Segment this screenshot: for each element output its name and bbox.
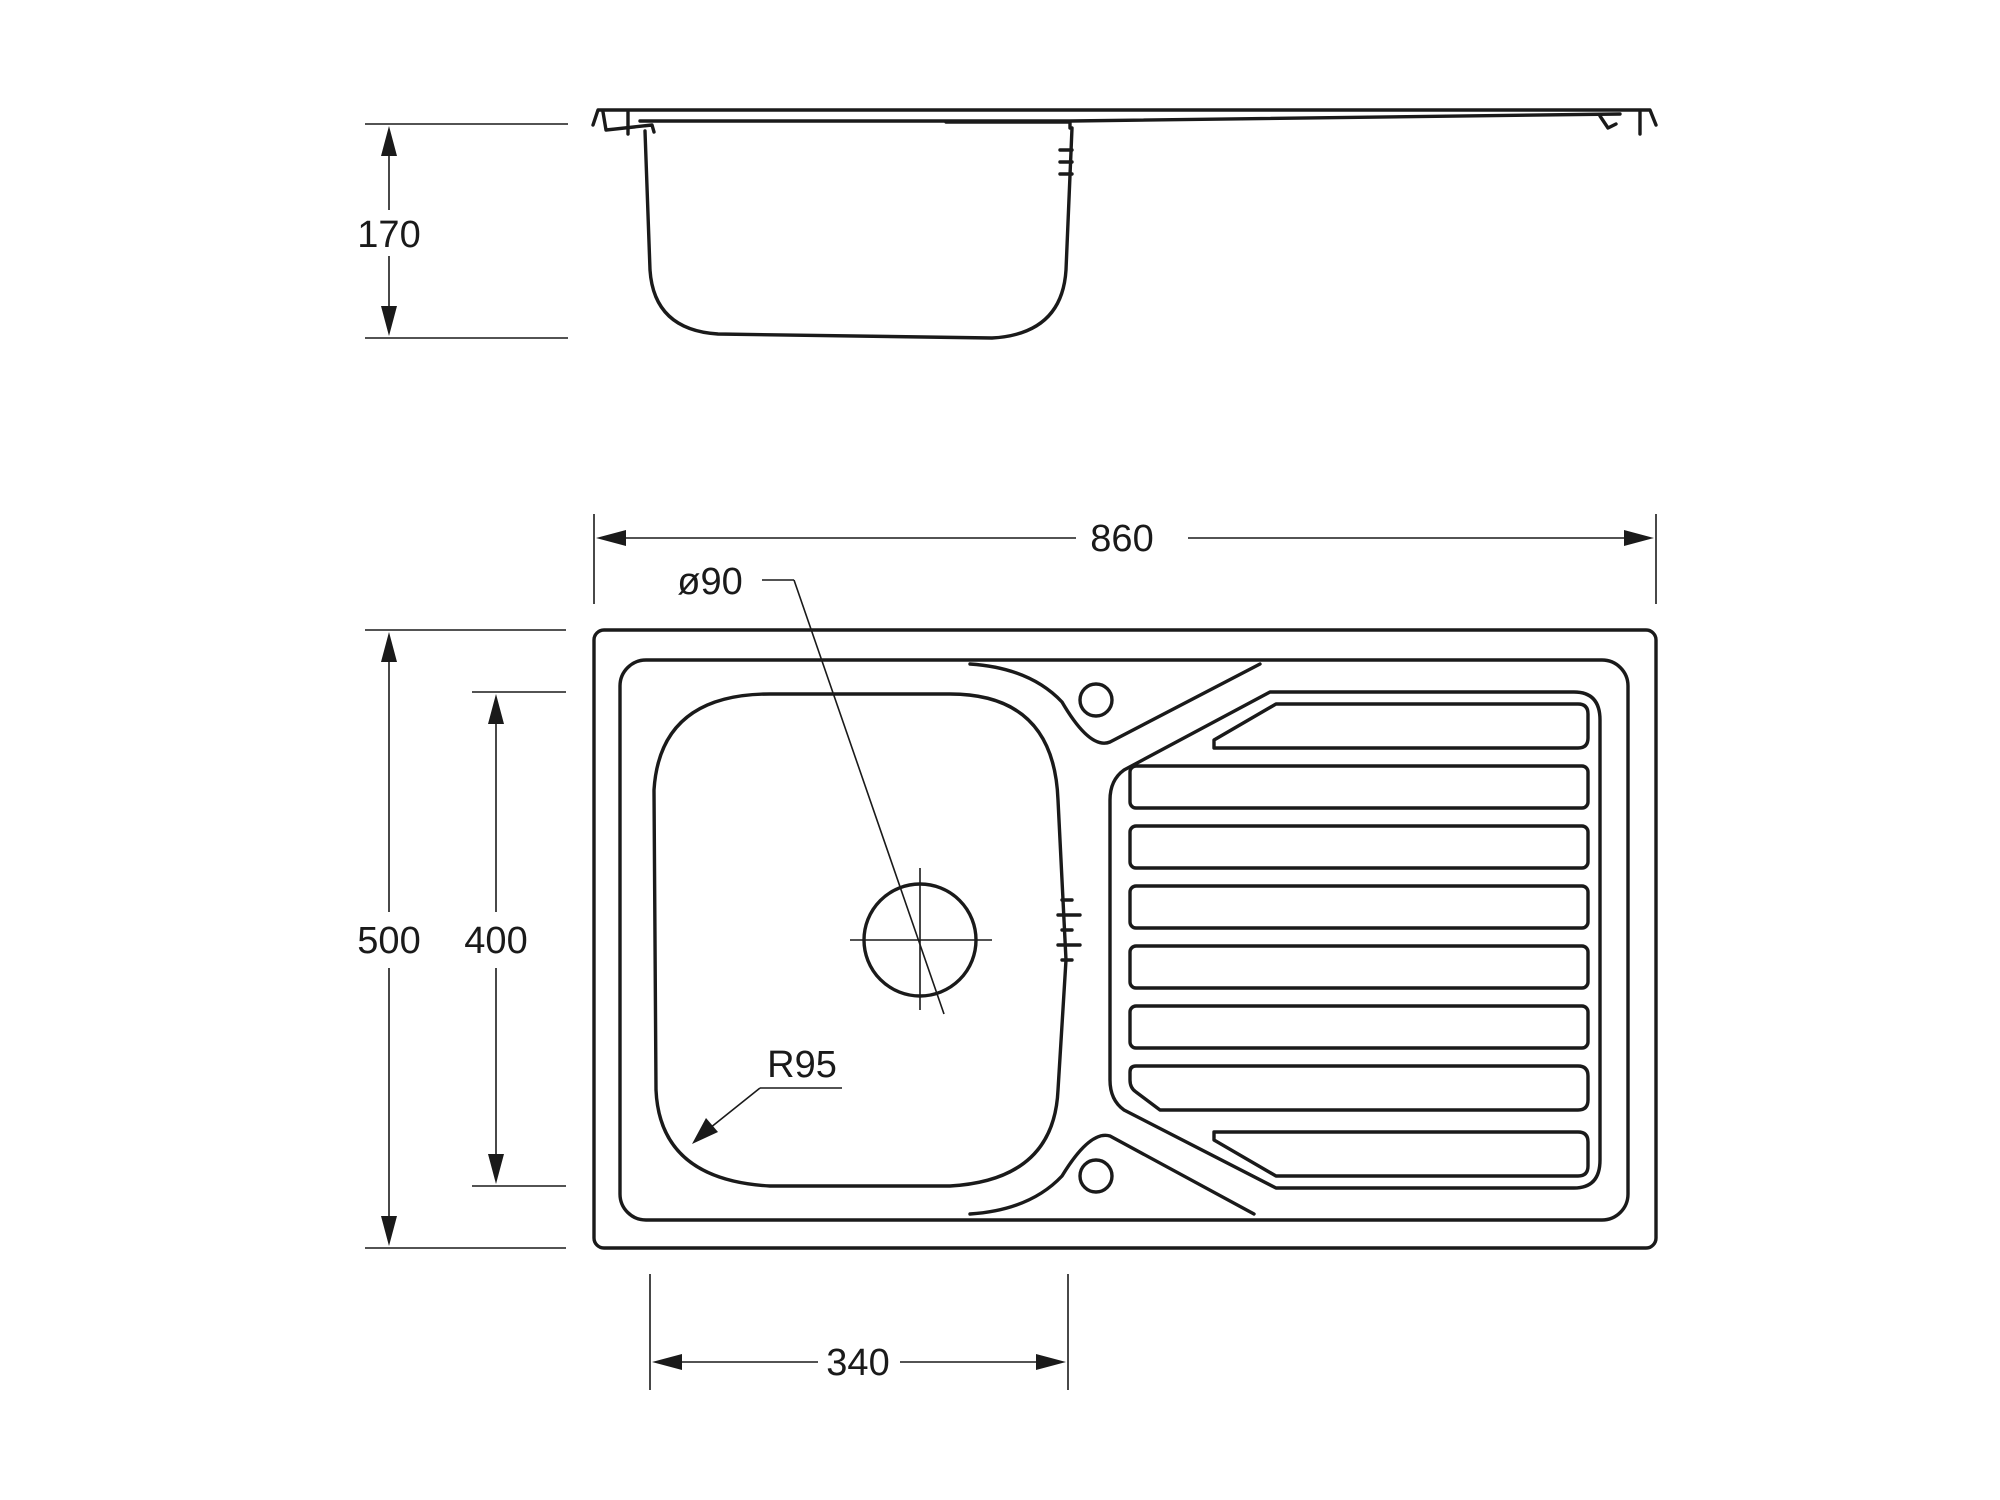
tap-hole-bottom xyxy=(1078,1158,1114,1194)
bowl-depth-label: 400 xyxy=(464,920,527,962)
depth-label-bg xyxy=(345,210,435,256)
width-label: 860 xyxy=(1090,518,1153,560)
drainer-rib-4 xyxy=(1128,884,1590,930)
drainer-rib-2 xyxy=(1128,764,1590,810)
drainer-rib-8 xyxy=(1212,1130,1590,1178)
side-view-top-edge xyxy=(638,112,1622,123)
width-arrow-right xyxy=(1624,530,1654,546)
waste-diameter-label: ø90 xyxy=(677,561,742,603)
bowl-outline xyxy=(652,692,1068,1188)
bowl-depth-arrow-bottom xyxy=(488,1154,504,1184)
drainer-rib-5 xyxy=(1128,944,1590,990)
corner-radius-leader xyxy=(709,1087,761,1129)
sink-inner-rim xyxy=(618,658,1630,1222)
drainer-rib-1 xyxy=(1212,702,1590,750)
bowl-width-label: 340 xyxy=(826,1342,889,1384)
corner-radius-label: R95 xyxy=(767,1044,837,1086)
bowl-width-arrow-right xyxy=(1036,1354,1066,1370)
bowl-depth-arrow-top xyxy=(488,694,504,724)
top-view: 860 ø90 500 400 R95 340 xyxy=(357,514,1658,1390)
bowl-overflow-marks xyxy=(1056,898,1082,962)
tap-ledge-bottom xyxy=(968,1133,1256,1216)
side-view: 170 xyxy=(345,108,1658,340)
sink-outer-outline xyxy=(592,628,1658,1250)
drainer-rib-7 xyxy=(1128,1064,1590,1112)
depth-arrow-top xyxy=(381,126,397,156)
depth-arrow-bottom xyxy=(381,306,397,336)
overall-depth-label: 500 xyxy=(357,920,420,962)
waste-diameter-leader xyxy=(793,579,945,1015)
depth-label: 170 xyxy=(357,214,420,256)
width-arrow-left xyxy=(596,530,626,546)
side-view-bowl xyxy=(643,126,1074,340)
bowl-width-arrow-left xyxy=(652,1354,682,1370)
tap-ledge-top xyxy=(968,662,1262,745)
drainer-rib-6 xyxy=(1128,1004,1590,1050)
overall-depth-arrow-top xyxy=(381,632,397,662)
tap-hole-top xyxy=(1078,682,1114,718)
drainer-outline xyxy=(1108,690,1602,1190)
overall-depth-arrow-bottom xyxy=(381,1216,397,1246)
drainer-rib-3 xyxy=(1128,824,1590,870)
corner-radius-arrow xyxy=(692,1118,718,1144)
side-view-overflow-marks xyxy=(1058,148,1074,176)
